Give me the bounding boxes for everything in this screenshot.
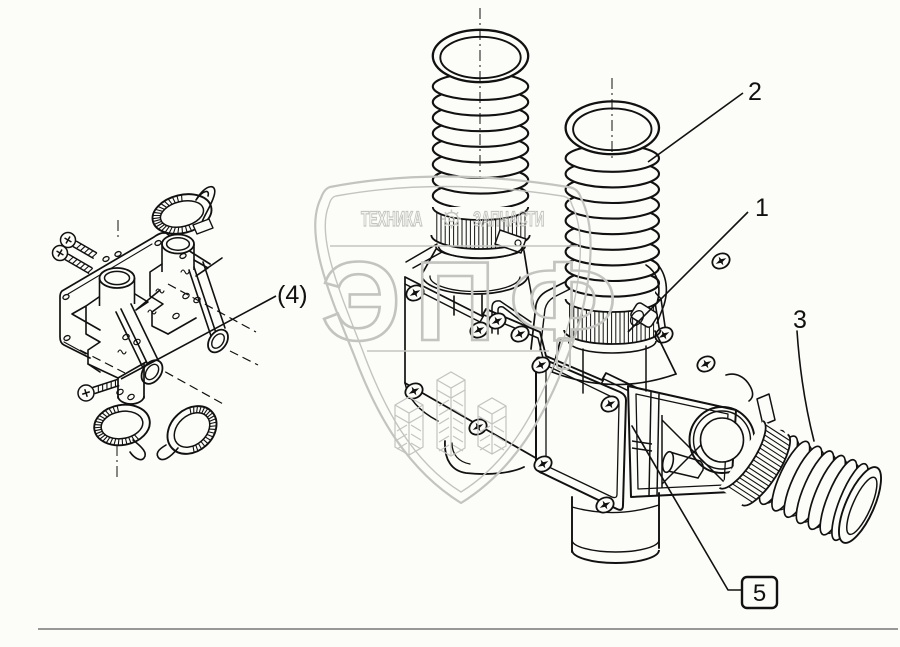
svg-text:(4): (4) [277,281,308,309]
svg-text:5: 5 [753,580,766,607]
svg-text:2: 2 [748,78,762,106]
svg-text:1: 1 [755,194,769,222]
svg-text:ТЕХНИКА: ТЕХНИКА [361,207,423,231]
svg-text:Э: Э [321,239,401,364]
svg-text:ЗАПЧАСТИ: ЗАПЧАСТИ [473,207,544,231]
svg-text:3: 3 [793,306,807,334]
svg-text:П: П [415,239,496,364]
svg-text:Ф: Ф [509,240,617,365]
